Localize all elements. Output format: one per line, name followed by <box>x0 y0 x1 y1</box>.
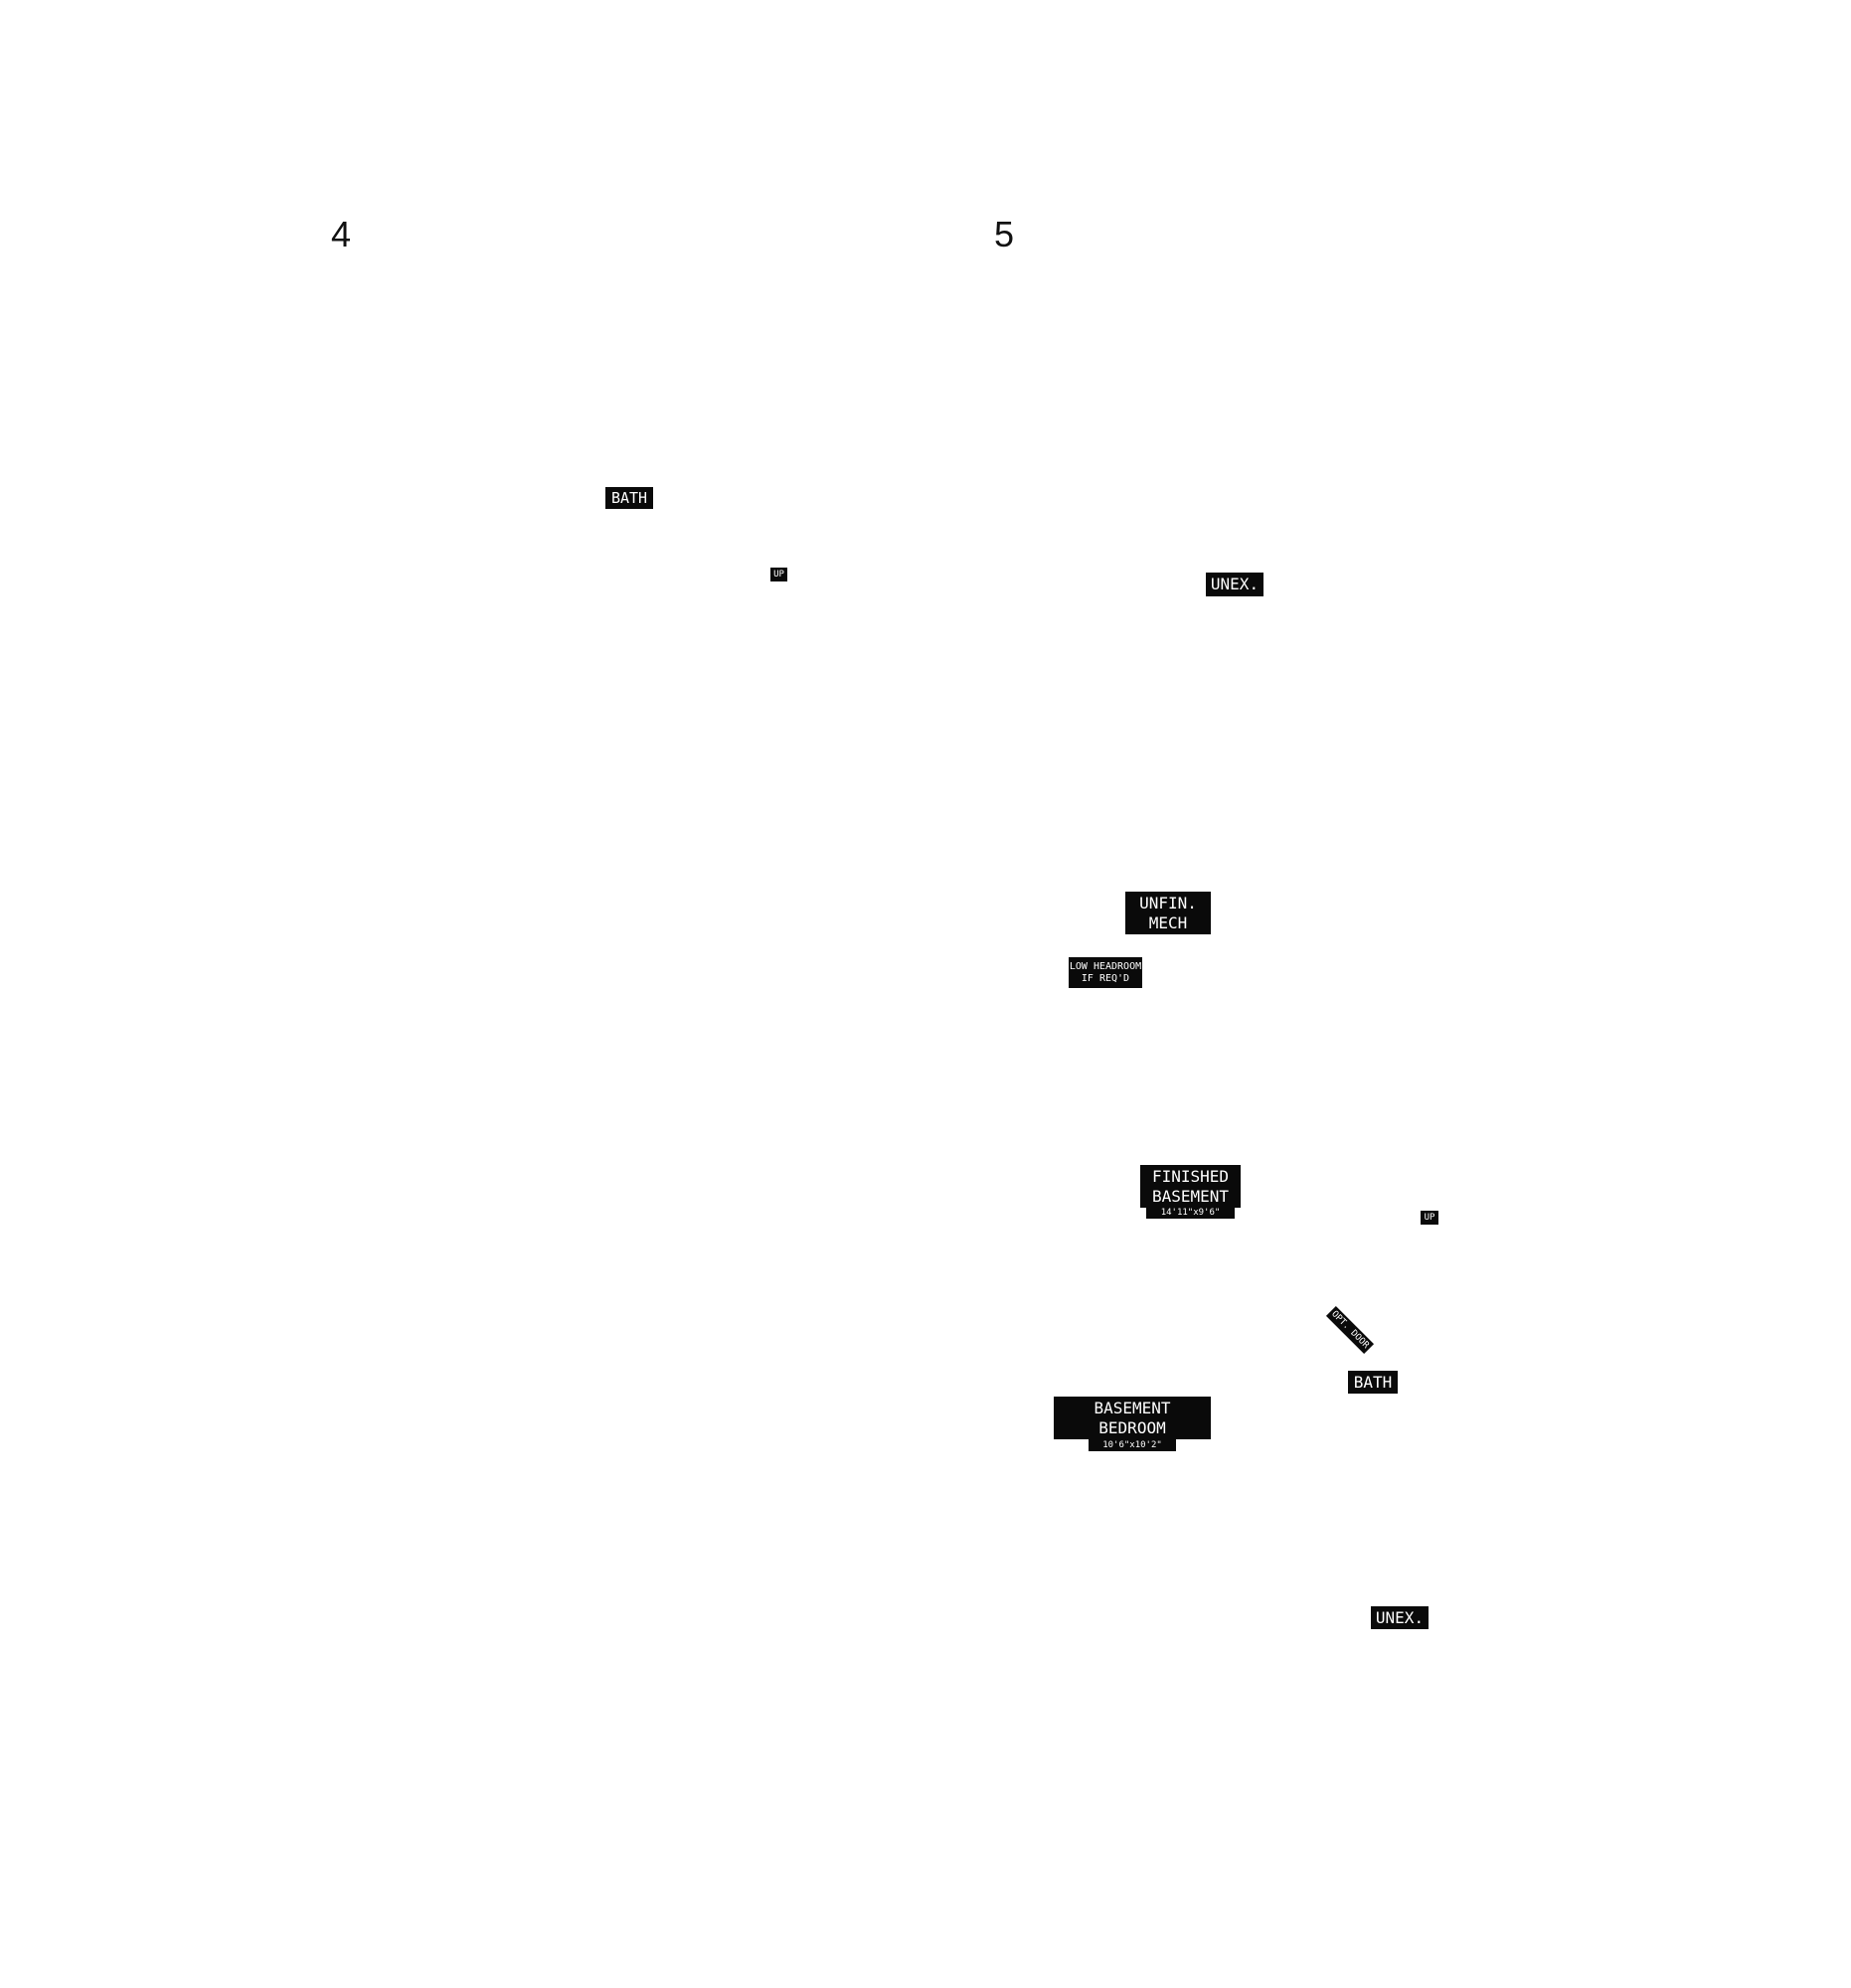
room-label-line: BASEMENT <box>1151 1186 1230 1206</box>
room-label-text: UNEX. <box>1375 1607 1425 1627</box>
stair-up-label: UP <box>1421 1211 1438 1225</box>
plan-number-5: 5 <box>994 214 1015 254</box>
note-low-headroom: LOW HEADROOM IF REQ'D <box>1069 957 1142 988</box>
room-label-unex-top: UNEX. <box>1206 573 1263 596</box>
room-label-line: BASEMENT <box>1094 1399 1171 1418</box>
stair-up-text: UP <box>773 569 784 580</box>
plan-number-4: 4 <box>331 214 352 254</box>
room-label-line: FINISHED <box>1151 1167 1230 1187</box>
note-text: OPT. DOOR <box>1329 1308 1372 1351</box>
room-label-line: UNFIN. <box>1139 894 1197 913</box>
room-label-text: UNEX. <box>1210 575 1260 594</box>
room-label-text: BATH <box>610 489 648 507</box>
room-label-line: BEDROOM <box>1098 1417 1166 1437</box>
note-opt-door: OPT. DOOR <box>1325 1305 1375 1355</box>
room-label-text: BATH <box>1353 1372 1393 1392</box>
room-label-finished-basement: FINISHED BASEMENT <box>1140 1165 1241 1208</box>
stair-up-label: UP <box>770 568 787 581</box>
room-label-line: MECH <box>1148 912 1188 932</box>
room-label-bath: BATH <box>605 487 653 509</box>
room-label-unfin-mech: UNFIN. MECH <box>1125 892 1211 934</box>
note-line: LOW HEADROOM <box>1069 960 1142 972</box>
room-label-bath: BATH <box>1348 1371 1398 1394</box>
room-label-unex-bottom: UNEX. <box>1371 1606 1429 1629</box>
note-line: IF REQ'D <box>1081 972 1130 984</box>
room-dimension-basement-bedroom: 10'6"x10'2" <box>1089 1438 1176 1451</box>
stair-up-text: UP <box>1424 1212 1435 1223</box>
room-label-basement-bedroom: BASEMENT BEDROOM <box>1054 1397 1211 1439</box>
room-dimension-finished-basement: 14'11"x9'6" <box>1146 1207 1235 1219</box>
